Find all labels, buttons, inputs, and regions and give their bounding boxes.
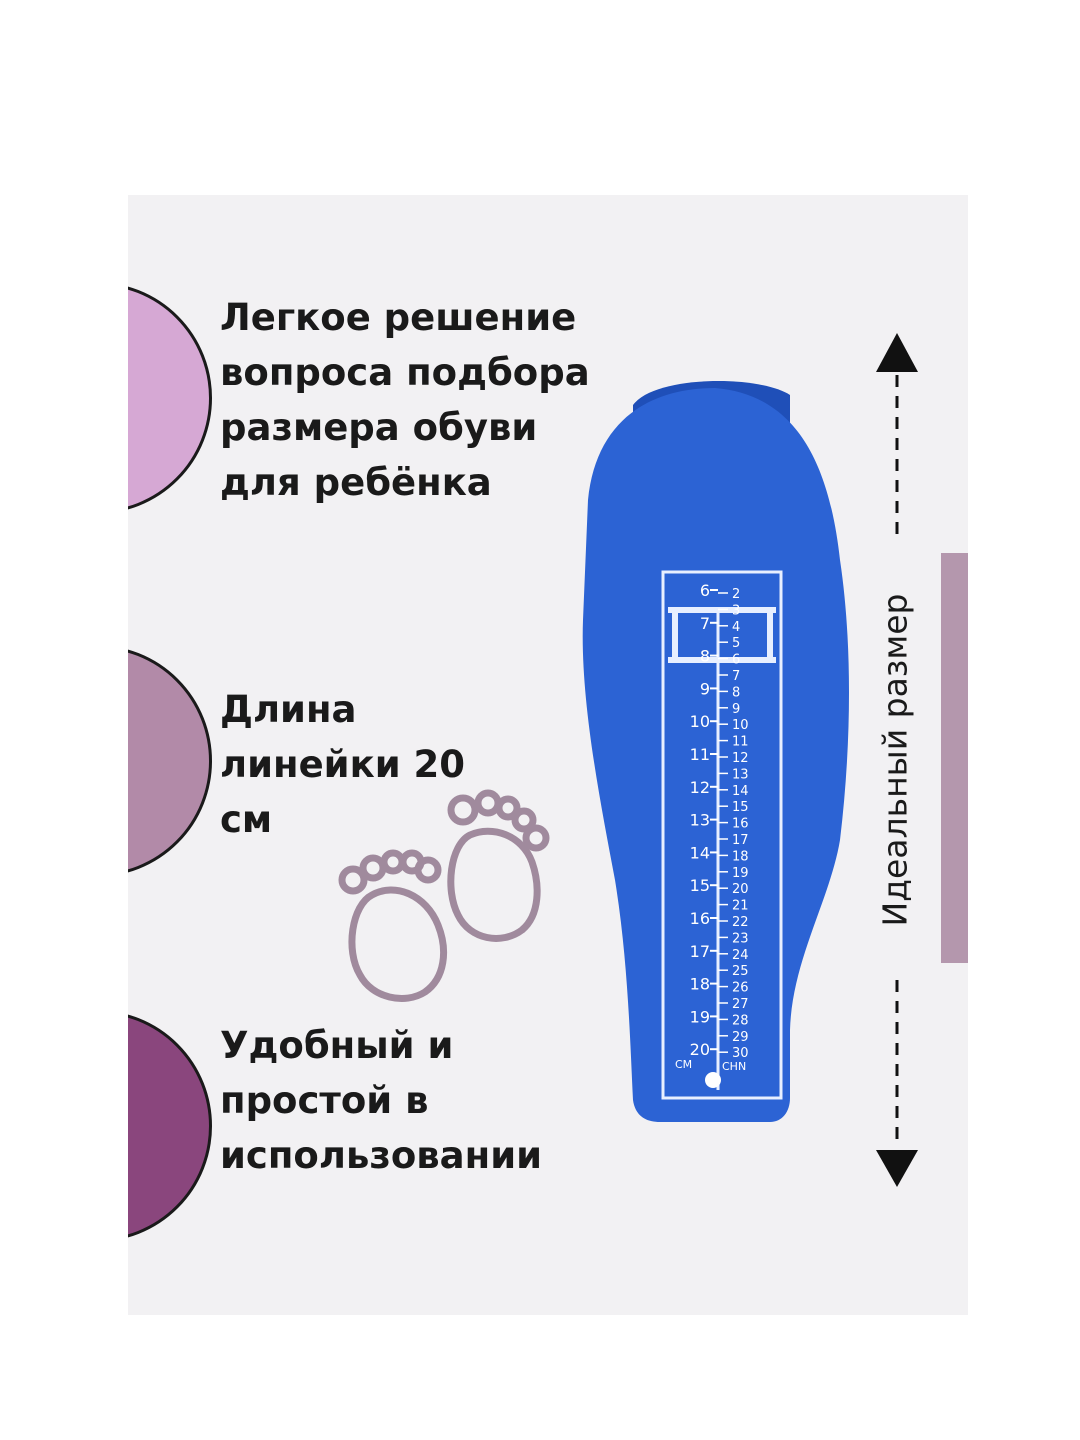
chn-mark-label: 4: [732, 620, 740, 635]
chn-mark-label: 5: [732, 636, 740, 651]
ruler-slider-frame: [661, 570, 783, 1100]
chn-mark-label: 3: [732, 603, 740, 618]
chn-mark-label: 23: [732, 931, 749, 946]
chn-mark-label: 22: [732, 915, 749, 930]
chn-mark-label: 20: [732, 882, 749, 897]
chn-mark-label: 28: [732, 1013, 749, 1028]
chn-mark-label: 26: [732, 981, 749, 996]
chn-mark-label: 9: [732, 702, 740, 717]
chn-mark-label: 29: [732, 1030, 749, 1045]
cm-mark-label: 16: [690, 909, 710, 928]
chn-mark-label: 2: [732, 587, 740, 602]
chn-mark-label: 11: [732, 735, 749, 750]
chn-mark-label: 13: [732, 767, 749, 782]
feature-text-1: Легкое решение вопроса подбора размера о…: [220, 296, 590, 504]
cm-mark-label: 6: [700, 581, 710, 600]
cm-mark-label: 9: [700, 679, 710, 698]
chn-mark-label: 27: [732, 997, 749, 1012]
cm-mark-label: 18: [690, 975, 710, 994]
chn-mark-label: 7: [732, 669, 740, 684]
size-double-arrow-icon: [876, 333, 918, 1187]
feature-text-2: Длина линейки 20 см: [220, 688, 466, 841]
chn-mark-label: 18: [732, 849, 749, 864]
cm-mark-label: 10: [690, 712, 710, 731]
chn-mark-label: 15: [732, 800, 749, 815]
cm-mark-label: 17: [690, 942, 710, 961]
chn-mark-label: 21: [732, 899, 749, 914]
cm-scale: 6 7 8 9 10 11 12 13 14 15 16 17 18 19 20: [690, 581, 718, 1059]
cm-mark-label: 13: [690, 811, 710, 830]
cm-mark-label: 19: [690, 1007, 710, 1026]
cm-mark-label: 11: [690, 745, 710, 764]
chn-mark-label: 14: [732, 784, 749, 799]
chn-mark-label: 19: [732, 866, 749, 881]
chn-mark-label: 10: [732, 718, 749, 733]
chn-unit-label: CHN: [722, 1060, 746, 1073]
cm-mark-label: 8: [700, 647, 710, 666]
chn-mark-label: 8: [732, 685, 740, 700]
page-margin: [0, 0, 128, 1440]
cm-mark-label: 15: [690, 876, 710, 895]
chn-mark-label: 25: [732, 964, 749, 979]
chn-scale: 2345678910111213141516171819202122232425…: [718, 587, 749, 1061]
chn-mark-label: 24: [732, 948, 749, 963]
cm-unit-label: CM: [675, 1058, 692, 1071]
cm-mark-label: 7: [700, 614, 710, 633]
cm-mark-label: 14: [690, 843, 710, 862]
chn-mark-label: 30: [732, 1046, 749, 1061]
chn-mark-label: 12: [732, 751, 749, 766]
feature-text-3: Удобный и простой в использовании: [220, 1024, 543, 1177]
accent-bar: [941, 553, 968, 963]
chn-mark-label: 6: [732, 653, 740, 668]
baby-feet-icon: [338, 789, 550, 1002]
chn-mark-label: 16: [732, 817, 749, 832]
cm-mark-label: 20: [690, 1040, 710, 1059]
chn-mark-label: 17: [732, 833, 749, 848]
cm-mark-label: 12: [690, 778, 710, 797]
